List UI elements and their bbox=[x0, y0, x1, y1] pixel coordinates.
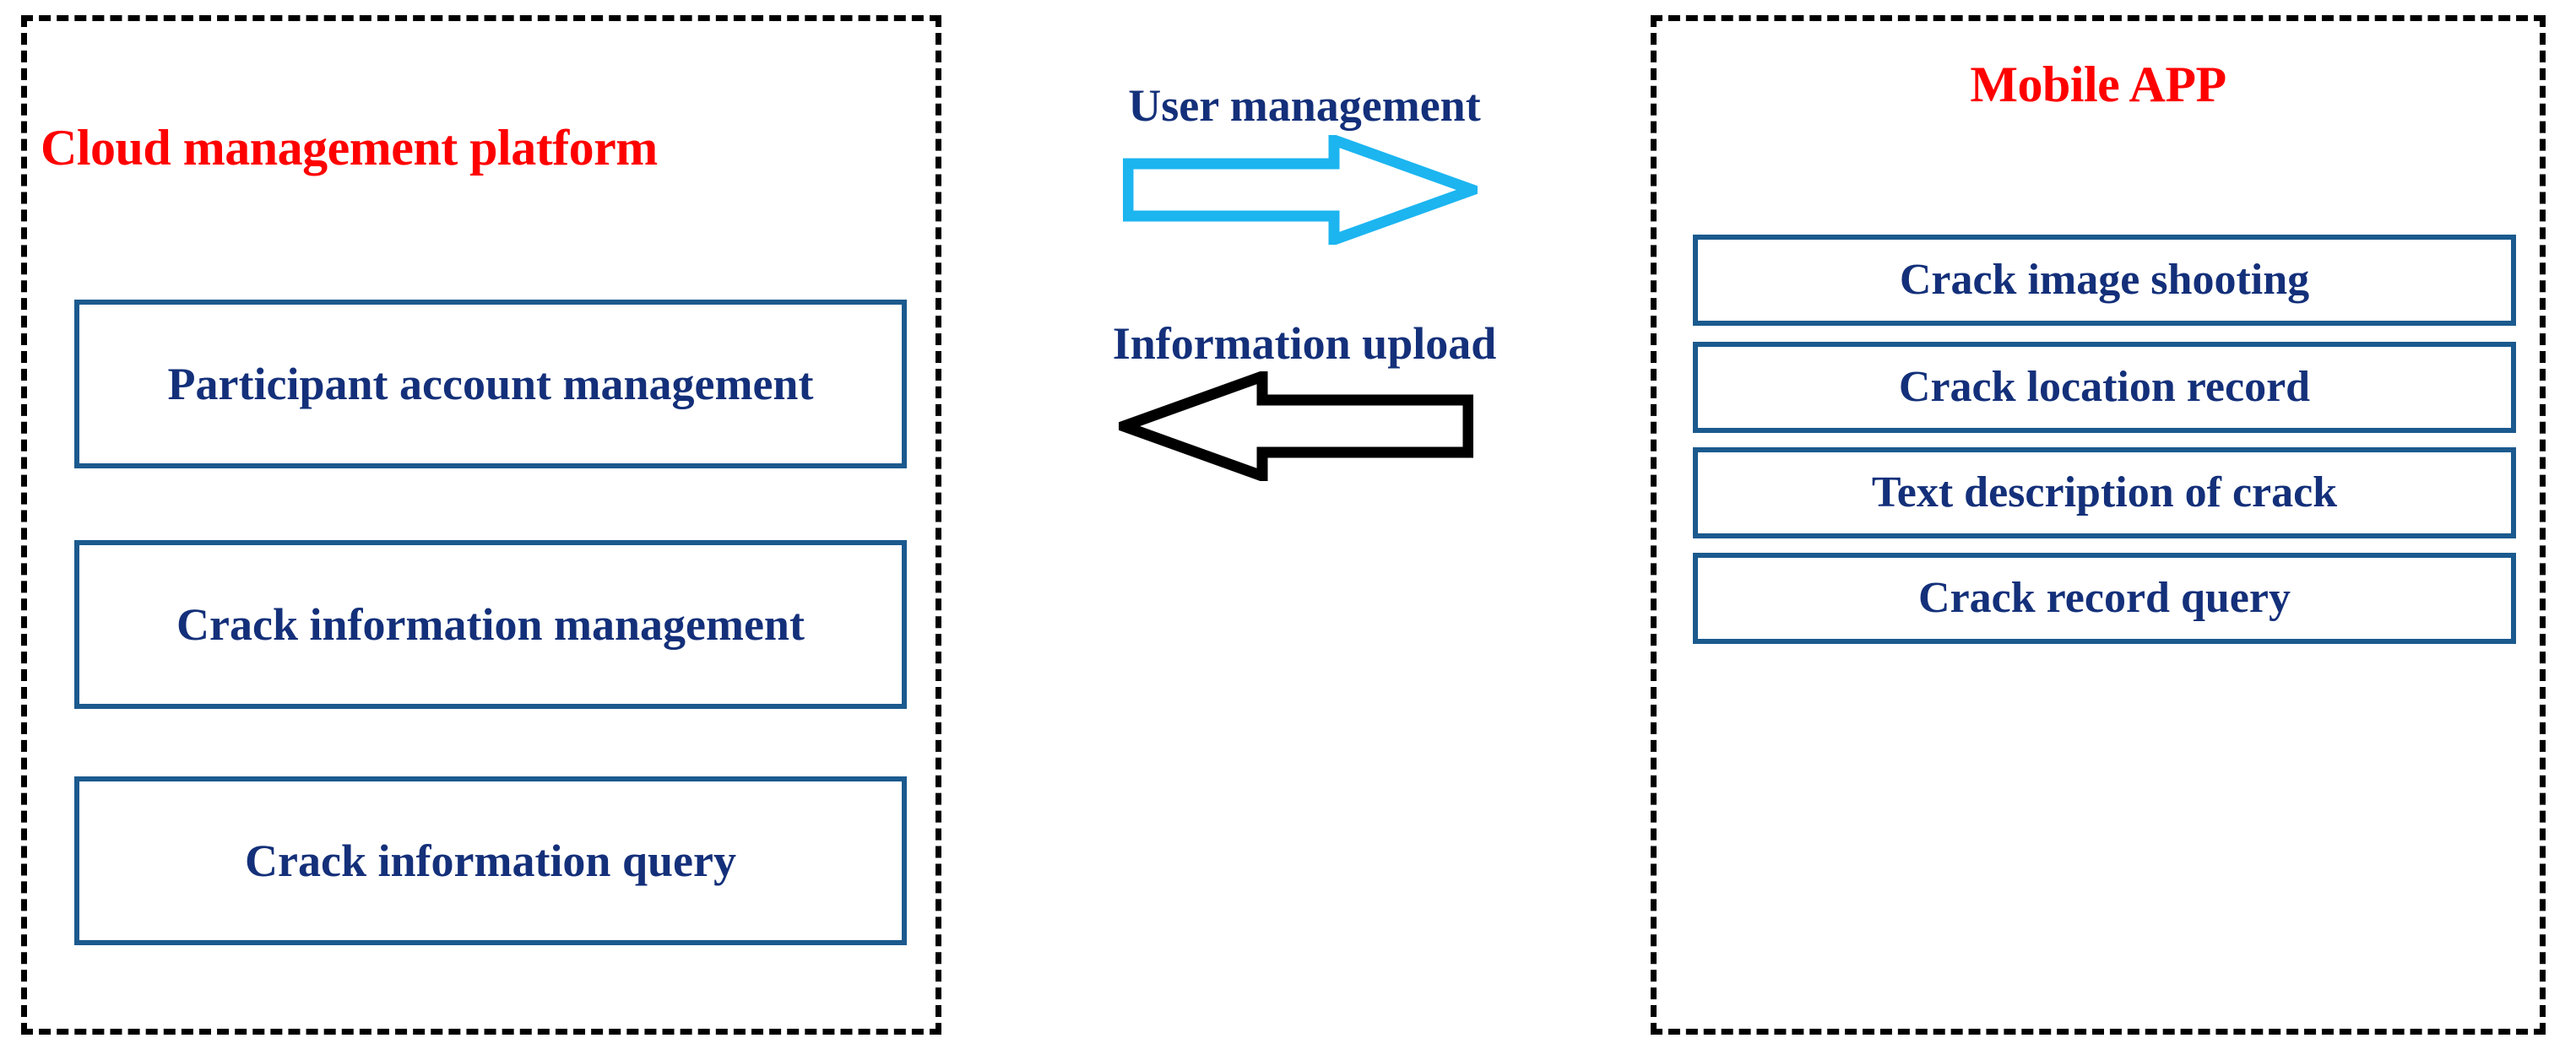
app-feature-label: Crack location record bbox=[1898, 362, 2311, 411]
app-feature-box-crack-record-query[interactable]: Crack record query bbox=[1693, 553, 2516, 644]
cloud-feature-box-participant-account-management[interactable]: Participant account management bbox=[74, 300, 907, 468]
app-feature-label: Crack record query bbox=[1918, 573, 2291, 622]
cloud-feature-label: Crack information query bbox=[245, 835, 736, 886]
flow-label-user-management: User management bbox=[1128, 80, 1481, 131]
app-feature-box-crack-location-record[interactable]: Crack location record bbox=[1693, 342, 2516, 433]
mobile-app-title: Mobile APP bbox=[1970, 57, 2226, 112]
cloud-feature-label: Crack information management bbox=[176, 598, 805, 650]
cloud-feature-label: Participant account management bbox=[167, 358, 814, 409]
flow-label-information-upload: Information upload bbox=[1112, 318, 1497, 369]
cloud-management-platform-title: Cloud management platform bbox=[41, 120, 658, 176]
cloud-feature-box-crack-information-query[interactable]: Crack information query bbox=[74, 776, 907, 945]
app-feature-box-crack-image-shooting[interactable]: Crack image shooting bbox=[1693, 235, 2516, 326]
arrow-left-icon-information-upload bbox=[1107, 368, 1474, 484]
arrow-right-icon-user-management bbox=[1122, 132, 1489, 248]
cloud-feature-box-crack-information-management[interactable]: Crack information management bbox=[74, 540, 907, 709]
app-feature-label: Crack image shooting bbox=[1899, 255, 2310, 304]
app-feature-box-text-description-of-crack[interactable]: Text description of crack bbox=[1693, 447, 2516, 538]
mobile-app-panel bbox=[1651, 15, 2546, 1035]
app-feature-label: Text description of crack bbox=[1871, 468, 2338, 516]
arrow-left-glyph bbox=[1107, 368, 1474, 484]
cloud-management-platform-panel bbox=[21, 15, 941, 1035]
arrow-right-glyph bbox=[1122, 132, 1489, 248]
